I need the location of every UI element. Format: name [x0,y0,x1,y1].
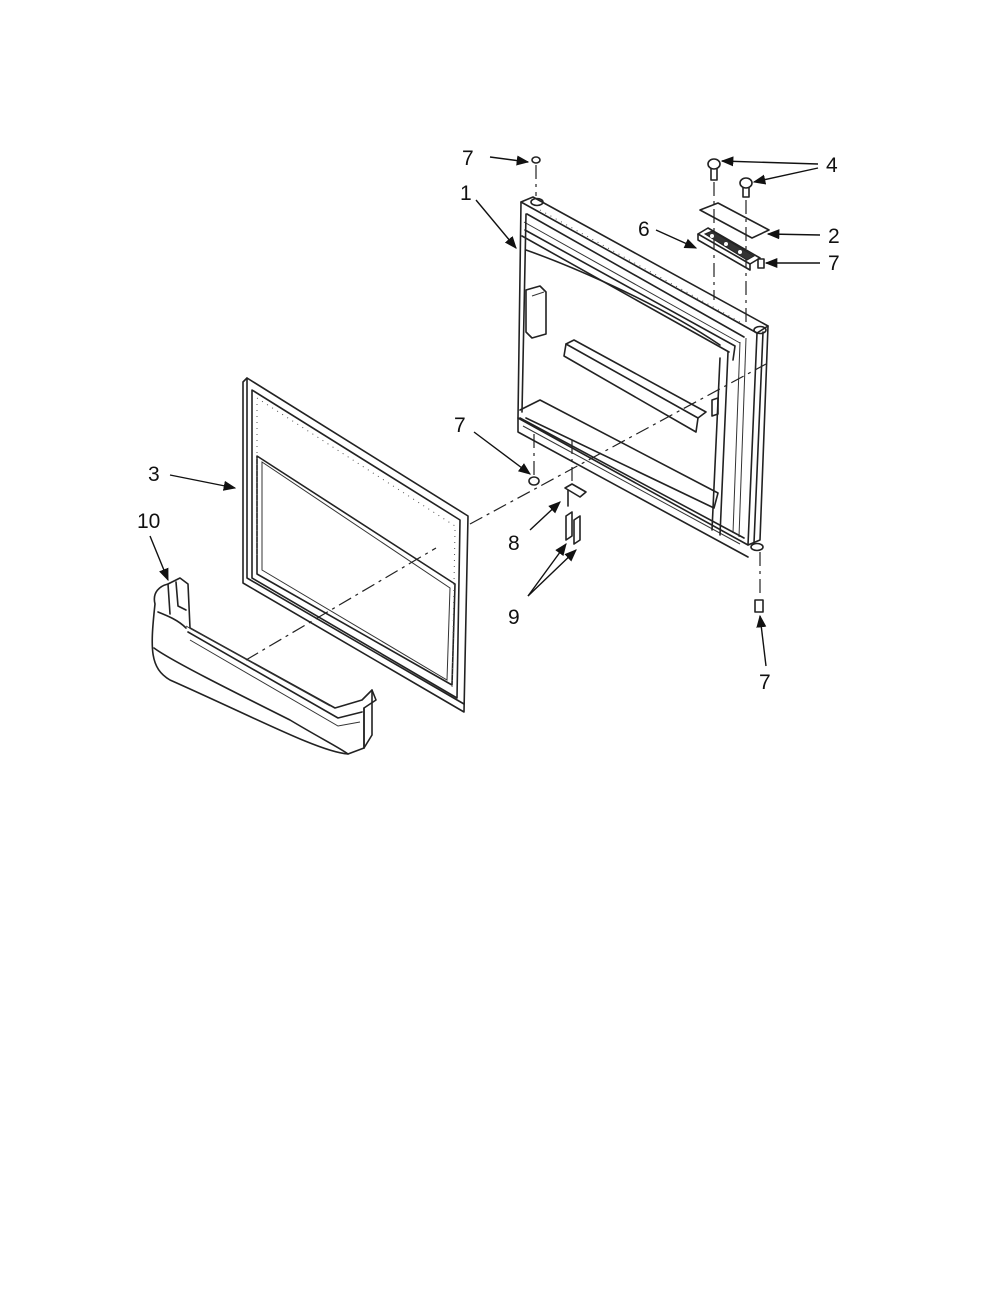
hinge-6 [697,227,761,271]
callout-10: 10 [137,510,160,533]
alignment-line-lower [245,547,437,661]
callout-4: 4 [826,154,838,177]
callout-9: 9 [508,606,520,629]
door-gasket [242,377,469,713]
pin-7-right [757,258,765,269]
alignment-line-upper [469,363,767,525]
callout-7-right: 7 [828,252,840,275]
screw-4-left [707,158,721,300]
bracket-8 [564,440,587,507]
callout-3: 3 [148,463,160,486]
callout-6: 6 [638,218,650,241]
bushing-7-center [528,434,540,486]
callout-2: 2 [828,225,840,248]
callout-7-top: 7 [462,147,474,170]
freezer-door [517,196,769,558]
leader-lines [149,155,821,667]
callout-1: 1 [460,182,472,205]
screws-9 [565,511,581,545]
callout-7-center: 7 [454,414,466,437]
door-bin [151,577,377,755]
callout-7-bottom: 7 [759,671,771,694]
screw-7-top [531,156,541,196]
bushing-7-bottom [754,552,764,613]
callout-8: 8 [508,532,520,555]
